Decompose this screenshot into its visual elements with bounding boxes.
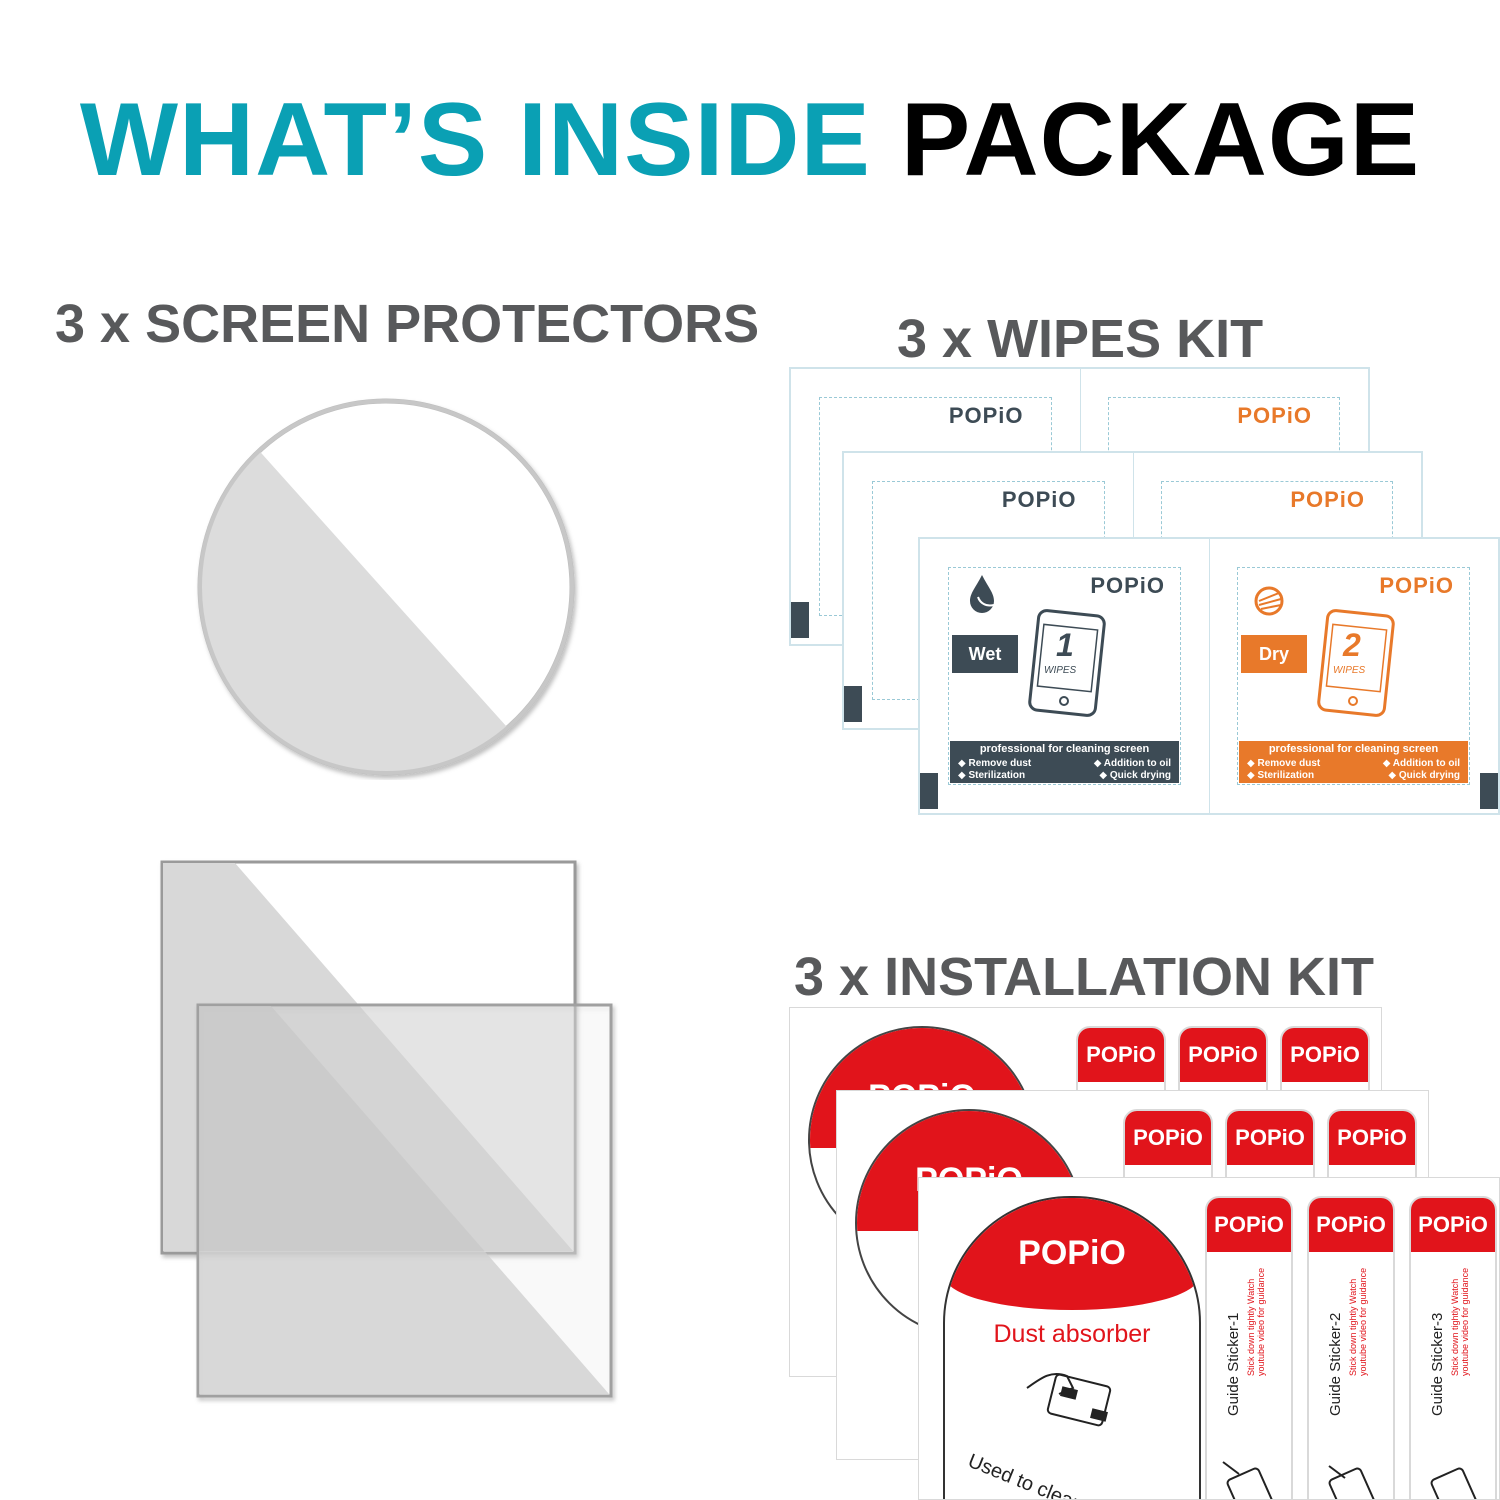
brand-logo: POPiO (1329, 1111, 1415, 1165)
wet-tag: Wet (952, 635, 1018, 673)
brand-logo: POPiO (1290, 487, 1365, 512)
feature-item: ◆ Quick drying (1388, 770, 1460, 781)
brand-logo: POPiO (1237, 403, 1312, 428)
brand-logo: POPiO (1018, 1234, 1126, 1272)
round-screen-protector (197, 398, 575, 776)
brand-logo: POPiO (1001, 487, 1077, 512)
wipes-label: 3 x WIPES KIT (897, 309, 1264, 369)
step-number: 2 (1343, 627, 1361, 663)
sun-icon (1254, 586, 1284, 616)
installation-sheet-front: POPiO Dust absorber Used to clean dust o… (918, 1177, 1500, 1500)
guide-sticker-note: Stick down tightly Watch youtube video f… (1246, 1267, 1266, 1376)
brand-logo: POPiO (1125, 1111, 1211, 1165)
installation-label: 3 x INSTALLATION KIT (794, 947, 1374, 1007)
page-title: WHAT’S INSIDE PACKAGE (0, 88, 1500, 192)
brand-logo: POPiO (1309, 1198, 1393, 1252)
protectors-label: 3 x SCREEN PROTECTORS (55, 294, 760, 354)
title-rest: PACKAGE (900, 82, 1421, 198)
wipes-pouch-front: POPiO Wet 1 WIPES professional for clean… (918, 537, 1500, 815)
guide-sticker-label: Guide Sticker-1 (1225, 1312, 1242, 1416)
title-highlight: WHAT’S INSIDE (79, 82, 871, 198)
phone-icon (1317, 609, 1395, 717)
phone-guide-icon (1222, 1461, 1278, 1499)
bar-title: professional for cleaning screen (979, 743, 1150, 755)
guide-sticker-note: Stick down tightly Watch youtube video f… (1348, 1267, 1368, 1376)
hand-cleaning-icon (1026, 1372, 1112, 1427)
dust-absorber-title: Dust absorber (993, 1320, 1151, 1348)
brand-logo: POPiO (1090, 573, 1165, 598)
wet-wipe: POPiO Wet 1 WIPES professional for clean… (920, 539, 1210, 813)
brand-logo: POPiO (1227, 1111, 1313, 1165)
phone-icon (1028, 609, 1106, 717)
rectangular-screen-protectors (160, 860, 613, 1398)
dry-wipe: POPiO Dry 2 WIPES professional for clean… (1209, 539, 1498, 813)
phone-guide-icon (1328, 1465, 1380, 1499)
guide-sticker-label: Guide Sticker-2 (1327, 1312, 1344, 1416)
brand-logo: POPiO (1411, 1198, 1495, 1252)
feature-bar: professional for cleaning screen ◆ Remov… (1239, 741, 1468, 783)
brand-logo: POPiO (1282, 1028, 1368, 1082)
wipes-word: WIPES (1044, 665, 1077, 676)
guide-sticker-1: POPiO Guide Sticker-1 Stick down tightly… (1205, 1196, 1293, 1499)
wipes-word: WIPES (1333, 665, 1366, 676)
guide-sticker-label: Guide Sticker-3 (1429, 1312, 1446, 1416)
feature-item: ◆ Sterilization (958, 770, 1026, 781)
feature-item: ◆ Remove dust (958, 758, 1032, 769)
feature-bar: professional for cleaning screen ◆ Remov… (950, 741, 1179, 783)
feature-item: ◆ Remove dust (1247, 758, 1321, 769)
feature-item: ◆ Addition to oil (1093, 758, 1171, 769)
brand-logo: POPiO (948, 403, 1024, 428)
guide-sticker-3: POPiO Guide Sticker-3 Stick down tightly… (1409, 1196, 1497, 1499)
brand-logo: POPiO (1078, 1028, 1164, 1082)
feature-item: ◆ Quick drying (1099, 770, 1171, 781)
droplet-icon (970, 575, 995, 613)
feature-item: ◆ Addition to oil (1382, 758, 1460, 769)
brand-logo: POPiO (1180, 1028, 1266, 1082)
brand-logo: POPiO (1379, 573, 1454, 598)
dust-absorber-caption: Used to clean dust on screen (964, 1450, 1199, 1499)
brand-logo: POPiO (1207, 1198, 1291, 1252)
guide-sticker-note: Stick down tightly Watch youtube video f… (1450, 1267, 1470, 1376)
bar-title: professional for cleaning screen (1268, 743, 1439, 755)
feature-item: ◆ Sterilization (1247, 770, 1315, 781)
guide-sticker-2: POPiO Guide Sticker-2 Stick down tightly… (1307, 1196, 1395, 1499)
step-number: 1 (1056, 627, 1074, 663)
phone-guide-icon (1430, 1467, 1482, 1499)
dry-tag: Dry (1241, 635, 1307, 673)
dust-absorber: POPiO Dust absorber Used to clean dust o… (943, 1196, 1201, 1499)
